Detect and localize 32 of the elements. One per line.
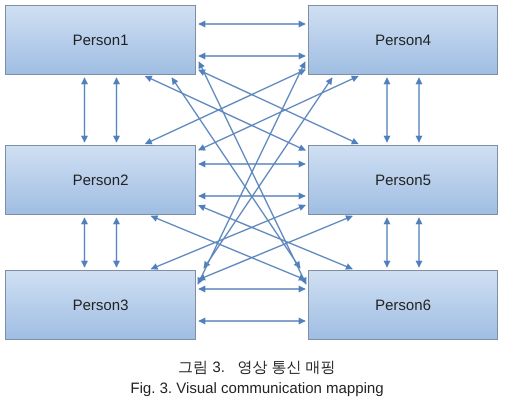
arrow — [198, 20, 306, 28]
arrow — [203, 77, 333, 269]
arrow — [384, 217, 390, 268]
arrow — [113, 77, 120, 143]
arrow — [144, 76, 306, 151]
arrow — [171, 77, 301, 269]
arrow — [150, 204, 306, 270]
arrow — [81, 77, 88, 143]
arrow — [198, 318, 306, 324]
caption: 그림 3. 영상 통신 매핑 — [178, 358, 336, 377]
arrow — [198, 286, 306, 292]
arrow — [198, 52, 306, 60]
person-box: Person1 — [5, 5, 196, 75]
arrow — [416, 77, 422, 143]
arrow — [144, 69, 306, 144]
arrow — [198, 215, 353, 280]
caption: Fig. 3. Visual communication mapping — [130, 380, 384, 397]
arrow — [198, 160, 306, 168]
arrow — [198, 69, 359, 144]
arrow — [416, 217, 422, 268]
arrow — [113, 217, 120, 268]
arrow — [150, 215, 306, 281]
arrow — [384, 77, 390, 143]
arrow — [81, 217, 88, 268]
person-box: Person2 — [5, 145, 196, 215]
arrow — [198, 204, 353, 270]
person-box: Person3 — [5, 270, 196, 340]
person-box: Person6 — [308, 270, 498, 340]
person-box: Person5 — [308, 145, 498, 215]
arrow — [198, 76, 359, 151]
arrow — [198, 192, 306, 200]
person-box: Person4 — [308, 5, 498, 75]
